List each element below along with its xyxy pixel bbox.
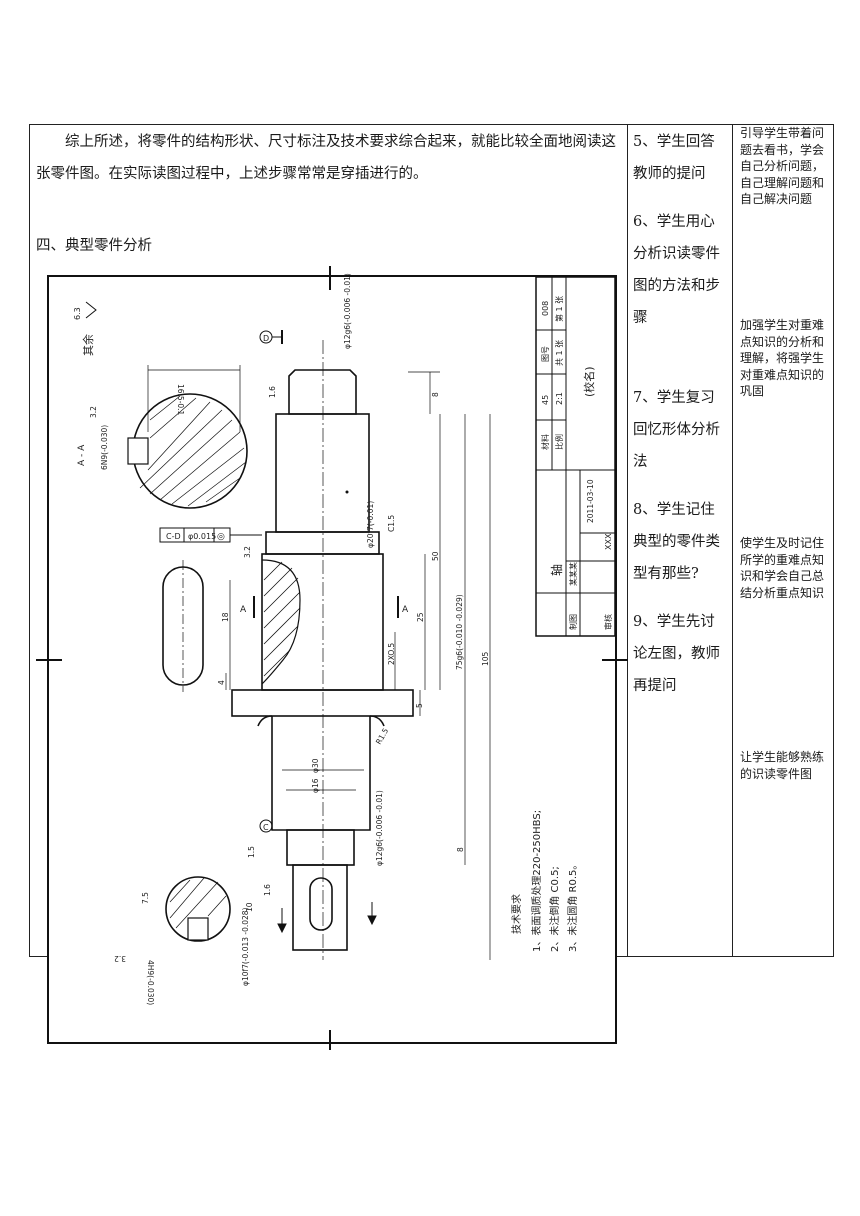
- scale-value: 2:1: [555, 392, 564, 405]
- part-name: 轴: [549, 564, 564, 576]
- dim-d16: φ16: [311, 778, 320, 793]
- dim-l75s: 7.5: [141, 892, 150, 904]
- scale-label: 比例: [554, 434, 564, 450]
- activity-item: 7、学生复习回忆形体分析法: [633, 390, 720, 470]
- teacher-notes-column: 引导学生带着问题去看书，学会自己分析问题，自己理解问题和自己解决问题 加强学生对…: [740, 125, 829, 782]
- table-left-border: [29, 124, 30, 957]
- summary-paragraph: 综上所述，将零件的结构形状、尺寸标注及技术要求综合起来，就能比较全面地阅读这张零…: [36, 134, 616, 182]
- activity-item: 5、学生回答教师的提问: [633, 134, 715, 182]
- datum-d: D: [263, 334, 269, 343]
- tech-req-title: 技术要求: [510, 894, 523, 934]
- tech-requirements: 技术要求 1、表面调质处理220-250HBS; 2、未注倒角 C0.5; 3、…: [510, 810, 579, 952]
- drawing-no-label: 图号: [541, 346, 550, 362]
- dim-l50: 50: [431, 551, 440, 561]
- school-name: (校名): [582, 366, 596, 397]
- title-block: [535, 276, 616, 637]
- dim-roughness-16b: 1.6: [263, 884, 272, 896]
- table-right-border: [833, 124, 834, 957]
- activity-item: 9、学生先讨论左图，教师再提问: [633, 614, 720, 694]
- dim-roughness-32c: 3.2: [114, 954, 126, 963]
- teacher-note: 让学生能够熟练的识读零件图: [740, 750, 825, 781]
- roughness-value: 6.3: [73, 307, 82, 320]
- drawn-label: 制图: [568, 614, 578, 630]
- material-value: 45: [541, 395, 550, 405]
- activity-item: 6、学生用心分析识读零件图的方法和步骤: [633, 214, 720, 326]
- roughness-note: 其余: [81, 334, 95, 356]
- tech-req-item: 1、表面调质处理220-250HBS;: [530, 810, 543, 952]
- column-divider: [627, 124, 628, 957]
- dim-l4: 4: [217, 680, 226, 685]
- teacher-note: 使学生及时记住所学的重难点知识和学会自己总结分析重点知识: [740, 536, 825, 600]
- dim-mid-diameter: φ20f7(-0.01): [366, 501, 375, 548]
- column-divider: [732, 124, 733, 957]
- drawing-no: 008: [541, 301, 550, 316]
- dim-roughness-16a: 1.6: [268, 386, 277, 398]
- teacher-note: 引导学生带着问题去看书，学会自己分析问题，自己理解问题和自己解决问题: [740, 126, 825, 206]
- dim-k4h9: 4H9(-0.030): [146, 960, 155, 1005]
- section-heading: 四、典型零件分析: [36, 238, 152, 254]
- svg-text:C-D: C-D: [166, 532, 181, 541]
- activity-item: 8、学生记住典型的零件类型有那些?: [633, 502, 720, 582]
- dim-l8a: 8: [431, 392, 440, 397]
- shaft-outline: [231, 369, 414, 951]
- dim-l105: 105: [481, 651, 490, 666]
- teacher-note: 加强学生对重难点知识的分析和理解，将强学生对重难点知识的巩固: [740, 318, 825, 398]
- tech-req-item: 2、未注倒角 C0.5;: [548, 866, 561, 952]
- dim-c15: C1.5: [387, 515, 396, 532]
- dim-main-diameter: 75g6(-0.010 -0.029): [455, 594, 464, 670]
- dim-z20: 2XO.5: [387, 643, 396, 665]
- cut-label-right: A: [402, 605, 409, 615]
- table-top-border: [29, 124, 834, 125]
- dim-l5: 5: [415, 703, 424, 708]
- dim-bottom-diameter: φ12g6(-0.006 -0.01): [375, 790, 384, 866]
- dim-roughness-32: 3.2: [89, 406, 98, 418]
- section-label: A - A: [77, 444, 87, 466]
- student-activity-column: 5、学生回答教师的提问 6、学生用心分析识读零件图的方法和步骤 7、学生复习回忆…: [633, 126, 727, 702]
- svg-text:◎: ◎: [217, 532, 225, 542]
- dim-top-diameter: φ12g6(-0.006 -0.01): [343, 273, 352, 349]
- dim-l18: 18: [221, 612, 230, 622]
- dim-d30: φ30: [311, 758, 320, 773]
- section-view-aa: A - A: [77, 393, 248, 509]
- sheet-no: 第 1 张: [554, 296, 564, 322]
- dim-l25: 25: [416, 612, 425, 622]
- checker-name: XXX: [604, 533, 613, 550]
- dim-k165: 16.5-0.1: [176, 384, 185, 416]
- dim-roughness-15b: 1.5: [247, 846, 256, 858]
- cut-label-left: A: [240, 605, 247, 615]
- sheets-count: 共 1 张: [555, 340, 564, 366]
- drawing-date: 2011-03-10: [586, 479, 595, 523]
- datum-c: C: [263, 823, 269, 832]
- dim-l8b: 8: [456, 847, 465, 852]
- section-view-end: [165, 876, 231, 942]
- tolerance-frame: C-D φ0.015 ◎: [159, 527, 262, 543]
- dim-l10: 10: [245, 902, 254, 912]
- checked-label: 审核: [603, 614, 613, 630]
- material-label: 材料: [540, 434, 550, 450]
- dim-k6n9: 6N9(-0.030): [100, 425, 109, 470]
- svg-text:φ0.015: φ0.015: [188, 532, 216, 541]
- drawer-name: 某某某: [569, 562, 578, 586]
- dim-roughness-32b: 3.2: [243, 546, 252, 558]
- tech-req-item: 3、未注圆角 R0.5。: [566, 860, 579, 952]
- dim-end-diameter: φ10f7(-0.013 -0.028): [241, 907, 250, 986]
